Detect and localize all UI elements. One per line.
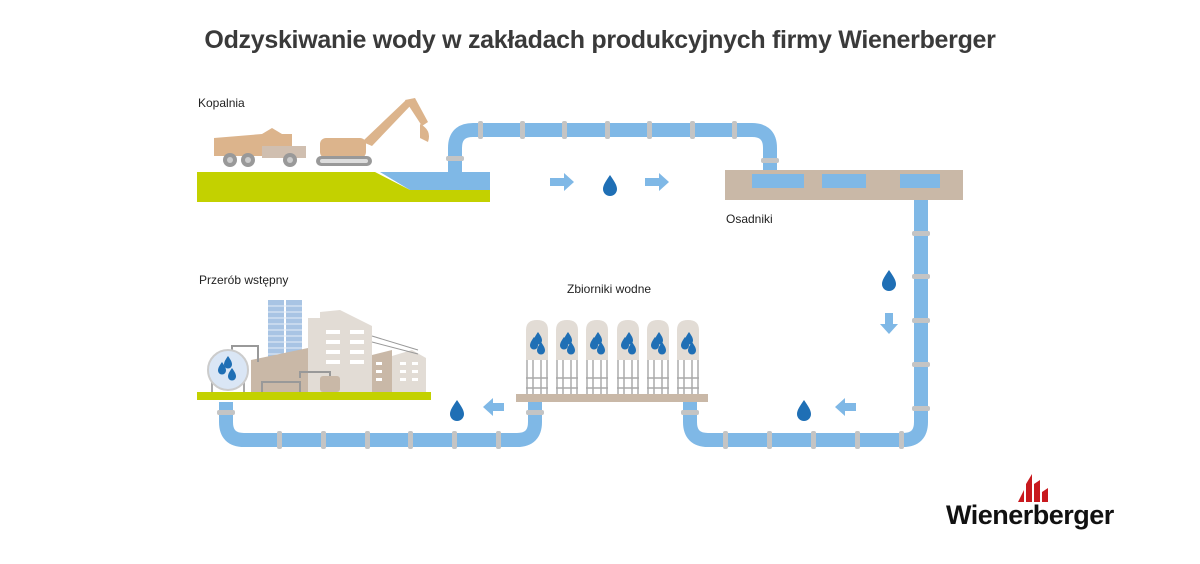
mine-pond — [380, 172, 490, 190]
water-tanks — [516, 320, 708, 402]
wienerberger-logo-text: Wienerberger — [946, 500, 1114, 530]
silo-icon — [647, 320, 669, 394]
flow-arrow-right-2 — [645, 173, 669, 191]
pipe-joints-right — [681, 231, 930, 449]
pretreatment-ground — [197, 392, 431, 400]
flow-arrow-left-2 — [483, 398, 504, 416]
silo-icon — [556, 320, 578, 394]
page-title: Odzyskiwanie wody w zakładach produkcyjn… — [204, 26, 996, 54]
label-settling-tanks: Osadniki — [726, 212, 773, 226]
water-drop-icon — [450, 400, 464, 421]
water-sphere-icon — [207, 349, 249, 392]
label-pretreatment: Przerób wstępny — [199, 273, 289, 287]
pipe-top — [446, 121, 779, 180]
pipe-bottom-left — [217, 402, 544, 449]
pipe-right — [681, 200, 930, 449]
label-mine: Kopalnia — [198, 96, 245, 110]
flow-arrow-right-1 — [550, 173, 574, 191]
flow-arrow-down — [880, 313, 898, 334]
cooling-towers — [268, 300, 302, 360]
label-water-tanks: Zbiorniki wodne — [567, 282, 652, 296]
pretreatment-plant — [197, 300, 431, 400]
water-drop-icon — [603, 175, 617, 196]
pipe-joints-top — [446, 121, 779, 163]
silo-icon — [586, 320, 608, 394]
settling-tanks — [725, 170, 963, 200]
excavator-icon — [316, 98, 429, 166]
silo-icon — [677, 320, 699, 394]
silo-icon — [617, 320, 639, 394]
pipe-joints-bottom-left — [217, 410, 544, 449]
water-drop-icon — [882, 270, 896, 291]
water-drop-icon — [797, 400, 811, 421]
wienerberger-logo-mark — [1018, 474, 1048, 502]
dump-truck-icon — [214, 128, 306, 167]
mine-ground — [197, 172, 490, 202]
mine-scene — [197, 98, 490, 202]
flow-arrow-left-1 — [835, 398, 856, 416]
